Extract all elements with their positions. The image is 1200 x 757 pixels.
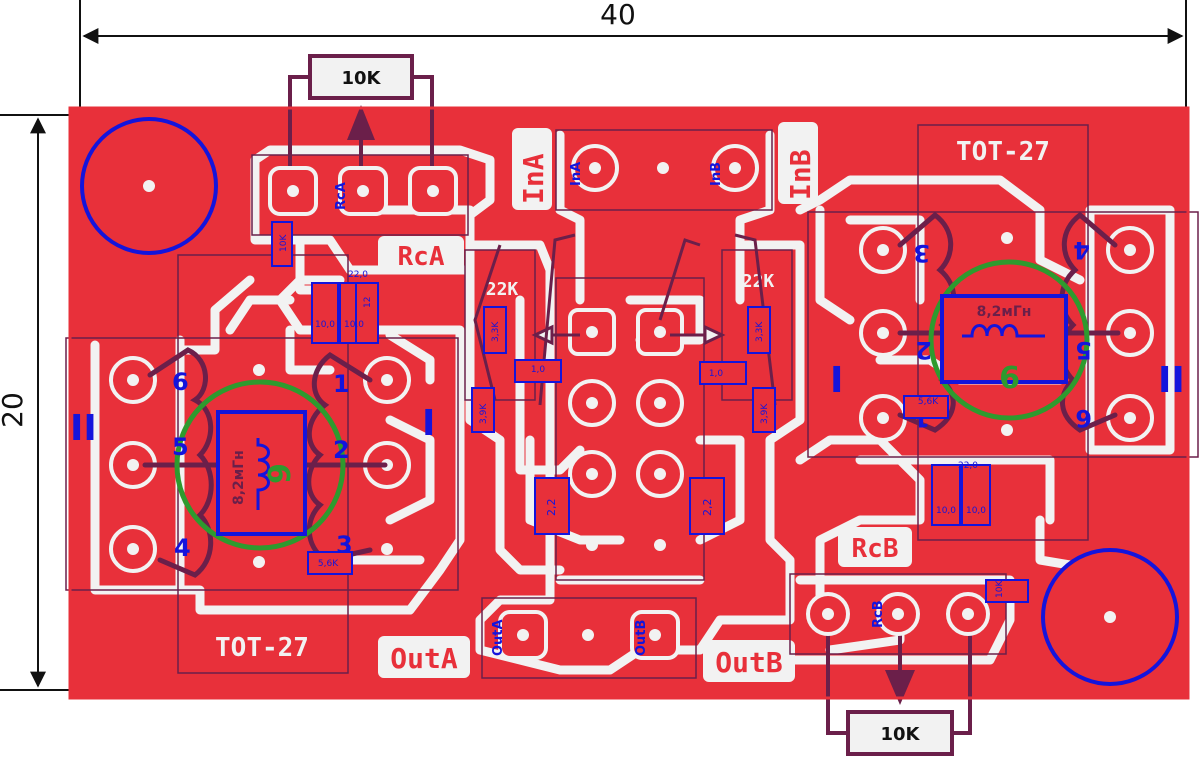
res-10k-small-left: 10K xyxy=(279,234,289,252)
winding-left-primary: I xyxy=(422,403,435,444)
trimmer-rc-a: 10K xyxy=(288,54,434,190)
rc-b-pad-label: RcB xyxy=(871,600,886,628)
trimmer-wiper-arrow-icon xyxy=(885,670,915,705)
pads-output: OutA OutB xyxy=(491,610,680,660)
pin-left-1: 1 xyxy=(333,370,350,398)
res-10k-small-right: 10K xyxy=(995,580,1005,598)
in-b-board-label: InB xyxy=(784,149,817,200)
res-12-left: 12 xyxy=(363,297,373,308)
out-b-pad-label: OutB xyxy=(634,620,649,656)
pin-left-6: 6 xyxy=(172,368,189,396)
pin-right-6: 6 xyxy=(1075,404,1092,432)
pin-right-3: 3 xyxy=(913,239,930,267)
cap-1-right: 1,0 xyxy=(709,369,724,379)
inductor-left: 9 8,2мГн xyxy=(216,410,307,536)
tot27-right-label: TOT-27 xyxy=(956,137,1050,167)
cap-2-2-left: 2,2 xyxy=(545,499,558,517)
pin-left-5: 5 xyxy=(172,433,189,461)
in-a-board-label: InA xyxy=(517,153,550,204)
pads-rc-b: RcB xyxy=(806,592,990,636)
inductor-ring-right xyxy=(928,259,1090,421)
inductor-left-glyph: 9 xyxy=(263,463,298,484)
trimmer-rc-b-value: 10K xyxy=(881,724,921,745)
res-3k3-right: 3,3K xyxy=(755,321,765,342)
smd-components: 22,0 10,0 10,0 12 10K 22,0 10,0 10,0 10K… xyxy=(271,221,1029,603)
pin-right-4: 4 xyxy=(1073,236,1090,264)
in-b-pad-label: InB xyxy=(709,162,724,186)
cap-2-2-right: 2,2 xyxy=(701,499,714,517)
res-3k9-left: 3,9K xyxy=(479,403,489,424)
dimension-height-label: 20 xyxy=(0,392,29,428)
res-3k3-left: 3,3K xyxy=(491,321,501,342)
inductor-right-value: 8,2мГн xyxy=(977,304,1032,320)
out-b-board-label: OutB xyxy=(715,646,782,679)
out-a-board-label: OutA xyxy=(390,642,458,675)
rc-b-board-label: RcB xyxy=(852,534,899,564)
res-3k9-right: 3,9K xyxy=(760,403,770,424)
tot27-left-label: TOT-27 xyxy=(215,633,309,663)
cap-22-right: 22,0 xyxy=(958,461,978,471)
rc-a-board-label: RcA xyxy=(398,242,445,272)
cap-10-right-b: 10,0 xyxy=(966,506,986,516)
res-5k6-left: 5,6K xyxy=(318,559,339,569)
r22k-left-label: 22K xyxy=(486,279,519,300)
board-outline xyxy=(68,106,1190,700)
inductor-right: 9 8,2мГн xyxy=(940,294,1068,393)
pin-left-4: 4 xyxy=(174,534,191,562)
trimmer-wiper-arrow-icon xyxy=(347,105,375,140)
cap-22-left: 22,0 xyxy=(348,270,368,280)
pin-left-2: 2 xyxy=(333,436,350,464)
pin-right-5: 5 xyxy=(1075,336,1092,364)
cap-10-left-b: 10,0 xyxy=(344,320,364,330)
inductor-right-glyph: 9 xyxy=(999,358,1020,393)
out-a-pad-label: OutA xyxy=(491,619,506,656)
pads-right-transformer xyxy=(859,226,1154,442)
dimension-width-label: 40 xyxy=(600,0,636,31)
pads-rc-a: RcA xyxy=(268,166,458,216)
pads-center xyxy=(568,308,684,551)
pads-input: InA InB xyxy=(569,144,759,192)
trimmer-rc-a-value: 10K xyxy=(342,68,382,89)
winding-left-secondary: II xyxy=(70,408,97,449)
trimmer-rc-b: 10K xyxy=(826,610,972,756)
r22k-right-label: 22K xyxy=(742,271,775,292)
inductor-ring-left xyxy=(174,379,346,551)
dimension-width: 40 xyxy=(79,0,1187,140)
pin-right-2: 2 xyxy=(915,336,932,364)
mounting-holes xyxy=(80,117,1179,686)
rc-a-pad-label: RcA xyxy=(334,182,349,210)
cap-10-right-a: 10,0 xyxy=(936,506,956,516)
inductor-left-value: 8,2мГн xyxy=(231,450,247,505)
cap-1-left: 1,0 xyxy=(531,365,546,375)
res-5k6-right: 5,6K xyxy=(918,397,939,407)
winding-right-primary: I xyxy=(830,360,843,401)
in-a-pad-label: InA xyxy=(569,162,584,186)
cap-10-left-a: 10,0 xyxy=(315,320,335,330)
winding-right-secondary: II xyxy=(1158,360,1185,401)
